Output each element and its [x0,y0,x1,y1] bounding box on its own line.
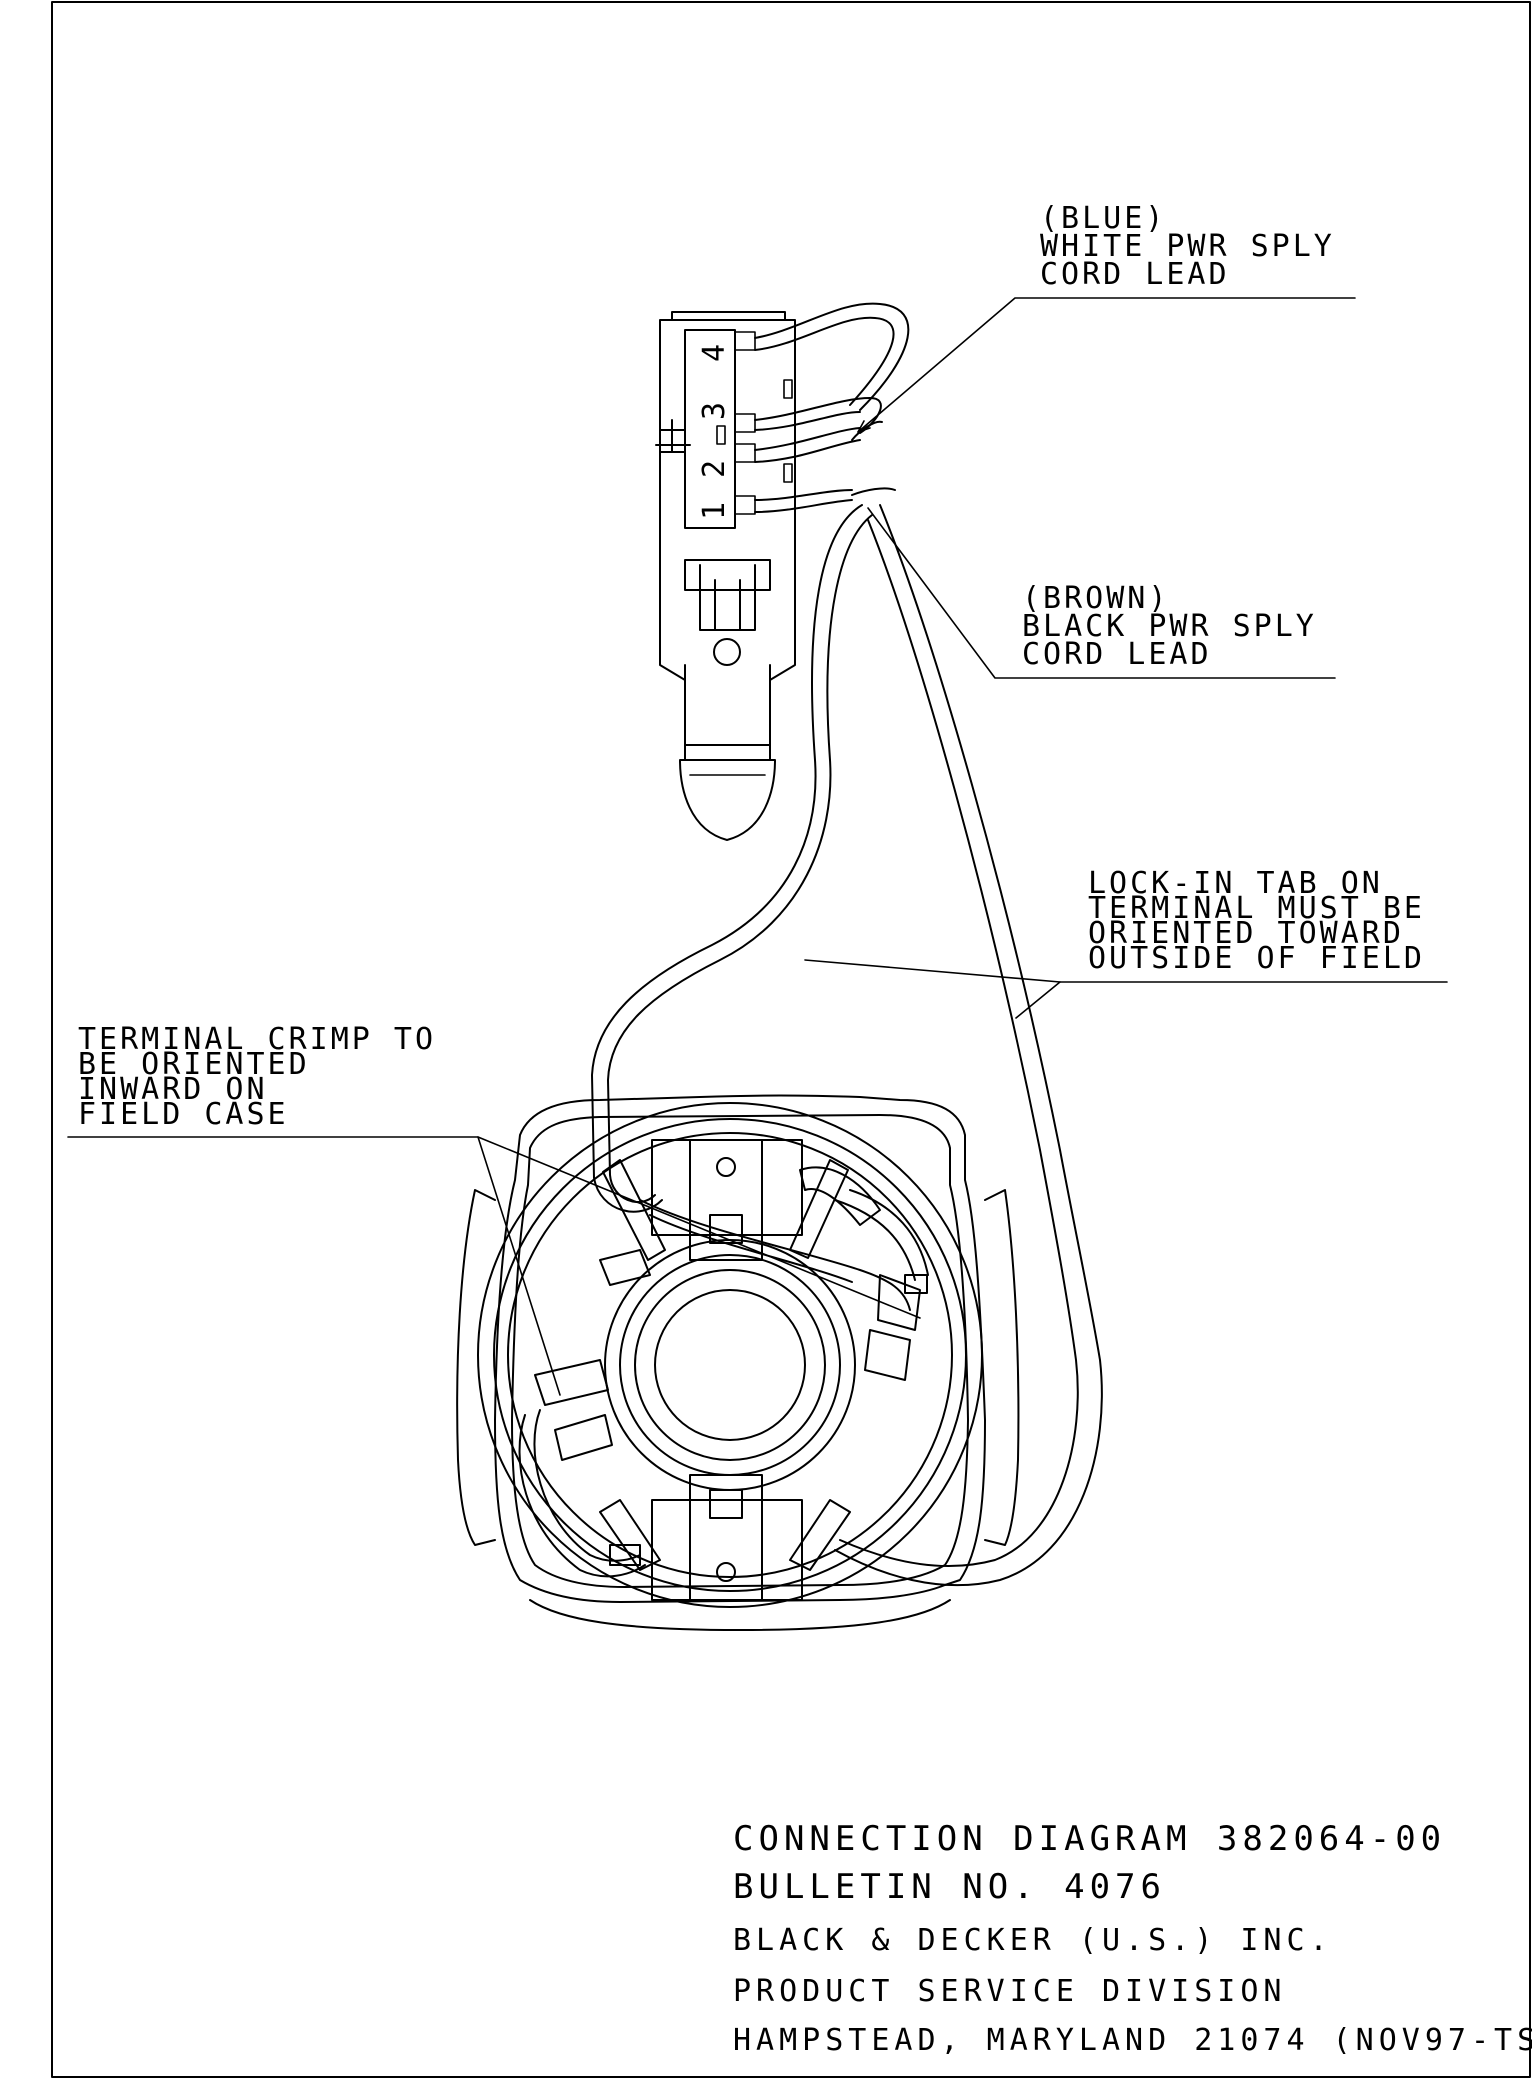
blue-lead-label-2: WHITE PWR SPLY [1040,229,1335,264]
company-name: BLACK & DECKER (U.S.) INC. [733,1923,1333,1958]
division-name: PRODUCT SERVICE DIVISION [733,1974,1286,2009]
lock-in-tab-label-2: TERMINAL MUST BE [1088,891,1425,926]
lock-in-tab-label-3: ORIENTED TOWARD [1088,916,1404,951]
title-block: CONNECTION DIAGRAM 382064-00 BULLETIN NO… [733,1819,1532,2058]
field-terminal-blocks [651,1139,803,1601]
blue-lead-label-1: (BLUE) [1040,201,1166,236]
blue-lead-leader [857,297,1356,433]
brown-lead-label-1: (BROWN) [1022,581,1169,616]
terminal-crimp-label-1: TERMINAL CRIMP TO [78,1022,436,1057]
wire-pin4-loop [754,302,910,411]
lock-in-tab-label-4: OUTSIDE OF FIELD [1088,941,1425,976]
company-address: HAMPSTEAD, MARYLAND 21074 (NOV97-TS) [733,2023,1532,2058]
field-internal-wires [518,1189,929,1578]
crimp-leader-1 [67,1136,561,1396]
wire-blue-lead [754,397,883,441]
page-border [51,1,1531,2078]
brush-holders [534,1159,921,1571]
crimp-leader-2 [477,1136,921,1319]
blue-lead-label-3: CORD LEAD [1040,257,1230,292]
terminal-crimp-label-2: BE ORIENTED [78,1047,310,1082]
lock-in-tab-leader-2 [1015,981,1061,1019]
field-case [456,1094,1020,1631]
terminal-crimp-label-4: FIELD CASE [78,1097,289,1132]
switch-pin-2: 2 [697,460,732,478]
field-rings [477,1102,983,1608]
brown-lead-leader [867,507,1336,679]
wire-to-field-right [834,504,1103,1587]
lock-in-tab-label-1: LOCK-IN TAB ON [1088,866,1383,901]
bulletin-number: BULLETIN NO. 4076 [733,1867,1166,1907]
wire-to-field-left [591,504,873,1213]
switch-pin-4: 4 [697,344,732,362]
wire-brown-lead [754,487,896,513]
diagram-title: CONNECTION DIAGRAM 382064-00 [733,1819,1446,1859]
switch-assembly [655,311,796,841]
brown-lead-label-2: BLACK PWR SPLY [1022,609,1317,644]
switch-pin-1: 1 [697,502,732,520]
wire-pin2 [754,427,861,463]
switch-pin-3: 3 [697,402,732,420]
blue-lead-arrow [857,420,871,433]
brown-lead-label-3: CORD LEAD [1022,637,1212,672]
terminal-crimp-label-3: INWARD ON [78,1072,268,1107]
